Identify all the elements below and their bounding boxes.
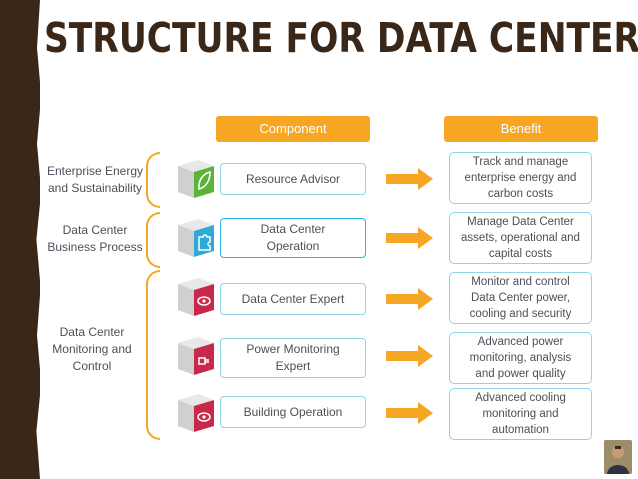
arrow-right-icon (386, 227, 433, 249)
group-label-business: Data Center Business Process (40, 222, 150, 256)
benefit-line: Manage Data Center (467, 216, 574, 228)
group-label-line: Data Center (62, 223, 128, 237)
arrow-right-icon (386, 345, 433, 367)
component-data-center-expert[interactable]: Data Center Expert (220, 283, 366, 315)
group-label-line: and Sustainability (47, 181, 143, 195)
component-label: Data Center Expert (241, 291, 345, 306)
eye-icon (197, 296, 211, 306)
benefit-line: Advanced cooling (475, 392, 566, 404)
component-power-monitoring-expert[interactable]: Power Monitoring Expert (220, 338, 366, 378)
group-label-line: Control (72, 359, 112, 373)
arrow-right-icon (386, 288, 433, 310)
cube-icon (178, 394, 214, 432)
benefit-line: enterprise energy and (464, 172, 577, 184)
group-label-line: Enterprise Energy (46, 164, 144, 178)
plug-icon (198, 357, 209, 365)
component-label: Resource Advisor (245, 171, 341, 186)
page-title: STRUCTURE FOR DATA CENTERS (44, 14, 638, 62)
benefit-line: Track and manage (472, 156, 569, 168)
benefit-line: Monitor and control (471, 276, 570, 288)
benefit-box: Advanced power monitoring, analysis and … (449, 332, 592, 384)
cube-icon (178, 337, 214, 375)
cube-icon (178, 219, 214, 257)
component-label: Power Monitoring (246, 342, 340, 356)
benefit-header: Benefit (444, 116, 598, 142)
benefit-line: monitoring, analysis (469, 352, 572, 364)
component-label: Expert (275, 359, 311, 373)
benefit-box: Monitor and control Data Center power, c… (449, 272, 592, 324)
puzzle-icon (198, 234, 211, 251)
component-label: Data Center (260, 222, 326, 236)
benefit-box: Advanced cooling monitoring and automati… (449, 388, 592, 440)
group-bracket (146, 152, 160, 208)
cube-icon (178, 160, 214, 198)
decorative-strip (0, 0, 40, 479)
group-label-line: Monitoring and (52, 342, 132, 356)
component-label: Building Operation (243, 404, 343, 419)
benefit-line: capital costs (488, 248, 553, 260)
group-label-enterprise: Enterprise Energy and Sustainability (40, 163, 150, 197)
arrow-right-icon (386, 402, 433, 424)
benefit-line: Data Center power, (470, 292, 571, 304)
leaf-icon (198, 170, 211, 191)
group-label-line: Business Process (47, 240, 143, 254)
group-label-monitoring: Data Center Monitoring and Control (40, 324, 144, 375)
benefit-line: monitoring and (482, 408, 559, 420)
component-data-center-operation[interactable]: Data Center Operation (220, 218, 366, 258)
group-bracket (146, 212, 160, 268)
benefit-line: carbon costs (487, 188, 554, 200)
component-resource-advisor[interactable]: Resource Advisor (220, 163, 366, 195)
group-label-line: Data Center (59, 325, 125, 339)
benefit-line: cooling and security (469, 308, 572, 320)
group-bracket (146, 270, 160, 440)
benefit-line: and power quality (475, 368, 566, 380)
benefit-box: Manage Data Center assets, operational a… (449, 212, 592, 264)
cube-icon (178, 278, 214, 316)
component-label: Operation (266, 239, 320, 253)
benefit-line: Advanced power (477, 336, 564, 348)
component-building-operation[interactable]: Building Operation (220, 396, 366, 428)
benefit-line: assets, operational and (461, 232, 580, 244)
component-header: Component (216, 116, 370, 142)
benefit-line: automation (492, 424, 549, 436)
presenter-photo (604, 440, 632, 474)
eye-icon (197, 412, 211, 422)
arrow-right-icon (386, 168, 433, 190)
benefit-box: Track and manage enterprise energy and c… (449, 152, 592, 204)
